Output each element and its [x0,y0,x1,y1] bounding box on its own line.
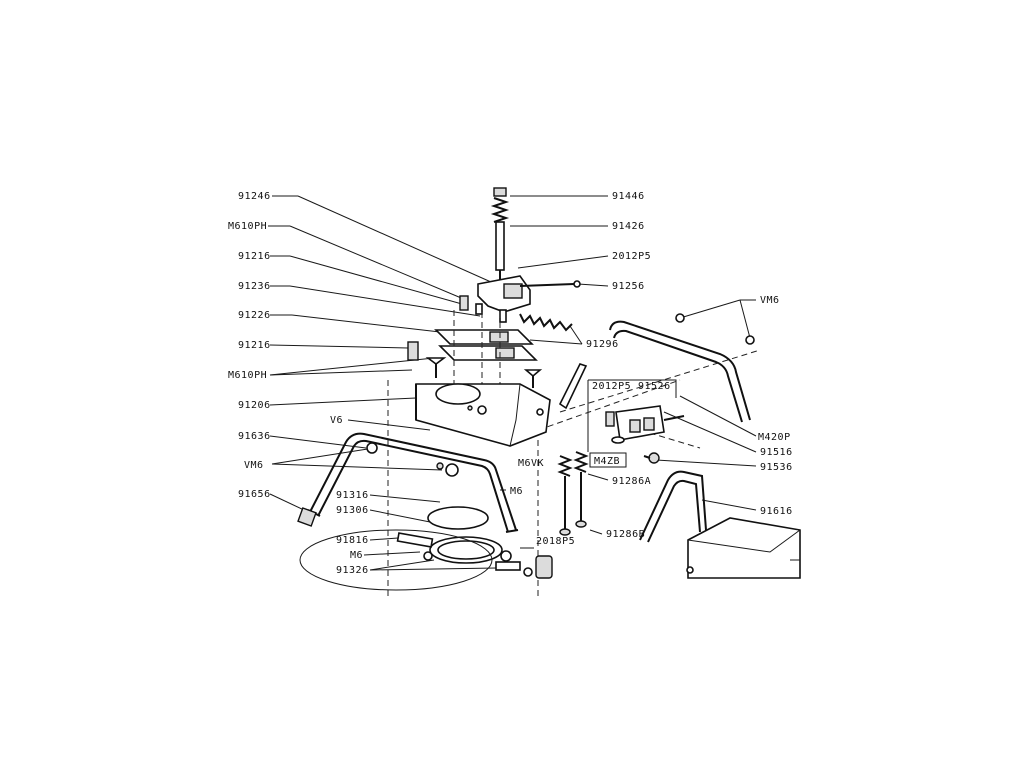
label-m6-left: M6 [350,550,363,561]
main-body-91206 [415,383,551,447]
label-m6-right: M6 [510,486,523,497]
bracket-91526 [605,405,685,444]
label-91216-bottom: 91216 [238,340,271,351]
spring-91446 [490,187,510,223]
ring-91306 [429,536,503,564]
label-m610ph-top: M610PH [228,221,267,232]
base-ellipse [299,529,493,591]
frame-91616 [639,470,707,543]
label-91656: 91656 [238,489,271,500]
label-91816: 91816 [336,535,369,546]
label-m4zb: M4ZB [594,456,620,467]
disc-91316 [427,506,489,530]
label-m420p: M420P [758,432,791,443]
guide-lines [387,310,761,600]
label-v6: V6 [330,415,343,426]
end-cap-91656 [297,507,317,527]
label-91616: 91616 [760,506,793,517]
label-vm6-right: VM6 [760,295,780,306]
label-91246: 91246 [238,191,271,202]
label-m6vk: M6VK [518,458,544,469]
nut-91536 [643,452,660,464]
bracket-2012p5 [587,379,677,452]
rail-vm6-right [558,313,755,423]
label-91326: 91326 [336,565,369,576]
label-91236: 91236 [238,281,271,292]
clamp-block-91246 [477,275,581,313]
spring-rod-91286a [557,455,573,536]
label-91256: 91256 [612,281,645,292]
wing-nuts-vm6-left [366,442,459,477]
label-91226: 91226 [238,310,271,321]
label-91526: 91526 [638,381,671,392]
label-91636: 91636 [238,431,271,442]
label-vm6-left: VM6 [244,460,264,471]
bolts-top [459,295,507,323]
label-91426: 91426 [612,221,645,232]
label-2012p5-bottom: 2012P5 [592,381,631,392]
plate-91226 [434,329,538,361]
label-91446: 91446 [612,191,645,202]
nuts-91326 [423,550,521,571]
knob-2018p5 [523,555,553,579]
label-91536: 91536 [760,462,793,473]
label-91516: 91516 [760,447,793,458]
label-91286b: 91286B [606,529,645,540]
label-2018p5: 2018P5 [536,536,575,547]
bolts-middle [407,341,543,388]
leader-lines-right [500,195,757,549]
leader-lines-left [268,195,501,571]
label-91316: 91316 [336,490,369,501]
label-2012p5-top: 2012P5 [612,251,651,262]
shaft-91426 [495,221,505,282]
base-housing [686,517,801,579]
m4zb-label-box [589,452,627,468]
label-91216-top: 91216 [238,251,271,262]
label-91206: 91206 [238,400,271,411]
label-91296: 91296 [586,339,619,350]
spring-91296 [519,313,573,332]
spring-rod-91286b [573,451,589,528]
label-91286a: 91286A [612,476,651,487]
label-91306: 91306 [336,505,369,516]
label-m610ph-bottom: M610PH [228,370,267,381]
pin-91816 [396,532,434,548]
